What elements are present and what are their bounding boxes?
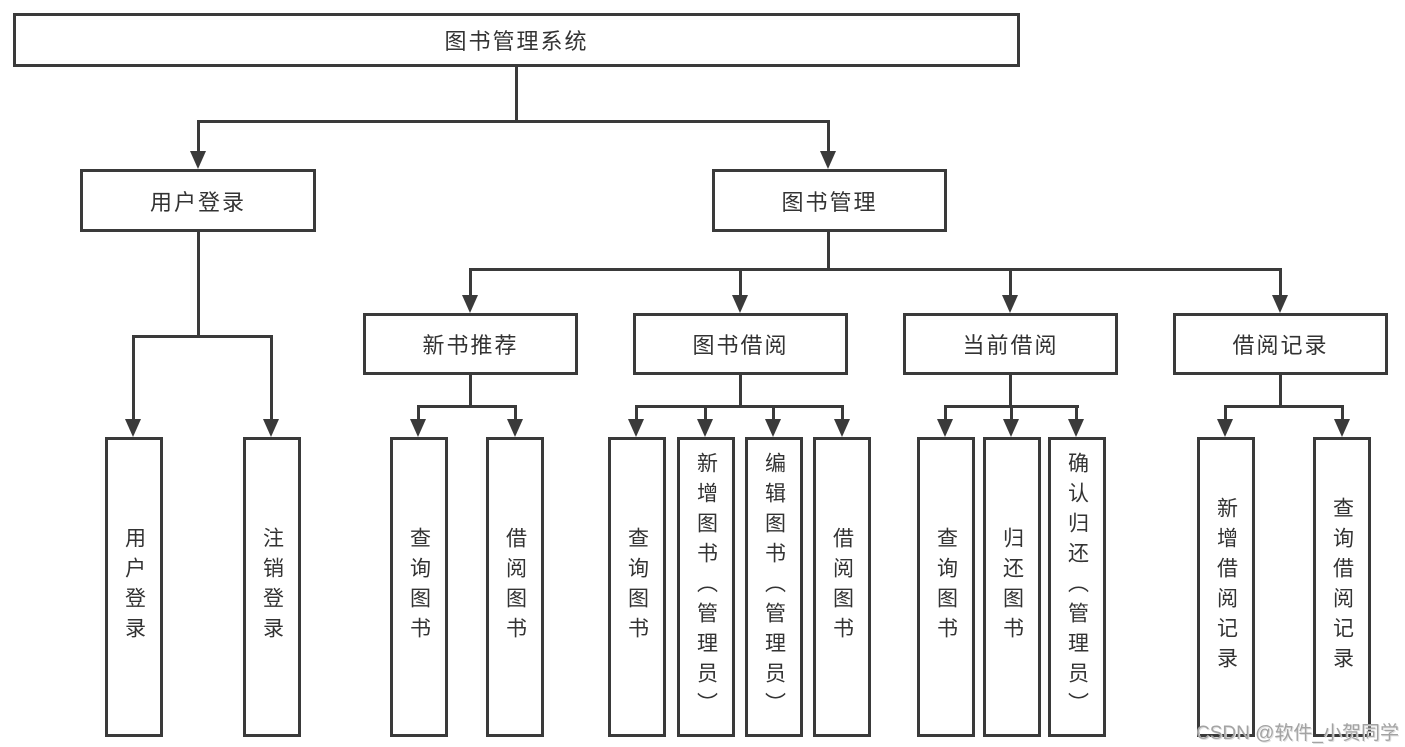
arrowhead-leaf-login <box>125 419 141 437</box>
connector-drop-rr-query <box>1341 405 1344 419</box>
connector-drop-leaf-login <box>132 335 135 419</box>
connector-drop-current <box>1009 268 1012 295</box>
leaf-user-login: 用户登录 <box>105 437 163 737</box>
connector-recommend-stem <box>469 375 472 405</box>
arrowhead-book-mgmt <box>820 151 836 169</box>
connector-drop-rr-add <box>1224 405 1227 419</box>
connector-drop-rec-query <box>417 405 420 419</box>
node-book-borrow: 图书借阅 <box>633 313 848 375</box>
node-new-book-recommend: 新书推荐 <box>363 313 578 375</box>
leaf-edit-books-admin: 编辑图书（管理员） <box>745 437 803 737</box>
arrowhead-cb-query <box>937 419 953 437</box>
connector-drop-user-login <box>197 120 200 151</box>
leaf-recommend-borrow-books: 借阅图书 <box>486 437 544 737</box>
arrowhead-cb-confirm <box>1068 419 1084 437</box>
connector-drop-rec-borrow <box>514 405 517 419</box>
connector-drop-recommend <box>469 268 472 295</box>
connector-userlogin-hbar <box>132 335 273 338</box>
leaf-confirm-return-admin: 确认归还（管理员） <box>1048 437 1106 737</box>
connector-root-stem <box>515 67 518 120</box>
leaf-add-books-admin: 新增图书（管理员） <box>677 437 735 737</box>
arrowhead-rec-borrow <box>507 419 523 437</box>
arrowhead-user-login <box>190 151 206 169</box>
node-book-management: 图书管理 <box>712 169 947 232</box>
connector-drop-bb-query <box>635 405 638 419</box>
leaf-query-borrow-record: 查询借阅记录 <box>1313 437 1371 737</box>
arrowhead-bb-borrow <box>834 419 850 437</box>
connector-userlogin-stem <box>197 232 200 335</box>
leaf-borrow-query-books: 查询图书 <box>608 437 666 737</box>
node-user-login: 用户登录 <box>80 169 316 232</box>
connector-recommend-hbar <box>417 405 517 408</box>
arrowhead-records <box>1272 295 1288 313</box>
leaf-return-books: 归还图书 <box>983 437 1041 737</box>
csdn-watermark: CSDN @软件_小贺同学 <box>1196 723 1399 744</box>
connector-current-stem <box>1009 375 1012 405</box>
connector-drop-bb-edit <box>772 405 775 419</box>
connector-drop-book-mgmt <box>827 120 830 151</box>
leaf-borrow-books: 借阅图书 <box>813 437 871 737</box>
arrowhead-borrow <box>732 295 748 313</box>
leaf-add-borrow-record: 新增借阅记录 <box>1197 437 1255 737</box>
connector-borrow-stem <box>739 375 742 405</box>
arrowhead-rr-add <box>1217 419 1233 437</box>
connector-drop-cb-query <box>944 405 947 419</box>
node-current-borrow: 当前借阅 <box>903 313 1118 375</box>
arrowhead-leaf-logout <box>263 419 279 437</box>
arrowhead-current <box>1002 295 1018 313</box>
connector-drop-borrow <box>739 268 742 295</box>
connector-bookmgmt-stem <box>827 232 830 268</box>
connector-borrow-hbar <box>635 405 844 408</box>
arrowhead-cb-return <box>1003 419 1019 437</box>
connector-drop-cb-return <box>1010 405 1013 419</box>
arrowhead-rr-query <box>1334 419 1350 437</box>
node-borrow-records: 借阅记录 <box>1173 313 1388 375</box>
leaf-recommend-query-books: 查询图书 <box>390 437 448 737</box>
connector-drop-records <box>1279 268 1282 295</box>
connector-drop-leaf-logout <box>270 335 273 419</box>
leaf-logout: 注销登录 <box>243 437 301 737</box>
connector-drop-cb-confirm <box>1075 405 1078 419</box>
leaf-current-query-books: 查询图书 <box>917 437 975 737</box>
connector-records-stem <box>1279 375 1282 405</box>
arrowhead-bb-edit <box>765 419 781 437</box>
arrowhead-bb-add <box>697 419 713 437</box>
connector-bookmgmt-hbar <box>469 268 1282 271</box>
arrowhead-rec-query <box>410 419 426 437</box>
connector-drop-bb-add <box>704 405 707 419</box>
connector-root-hbar <box>197 120 830 123</box>
node-root-library-system: 图书管理系统 <box>13 13 1020 67</box>
arrowhead-recommend <box>462 295 478 313</box>
connector-drop-bb-borrow <box>841 405 844 419</box>
connector-records-hbar <box>1224 405 1344 408</box>
arrowhead-bb-query <box>628 419 644 437</box>
